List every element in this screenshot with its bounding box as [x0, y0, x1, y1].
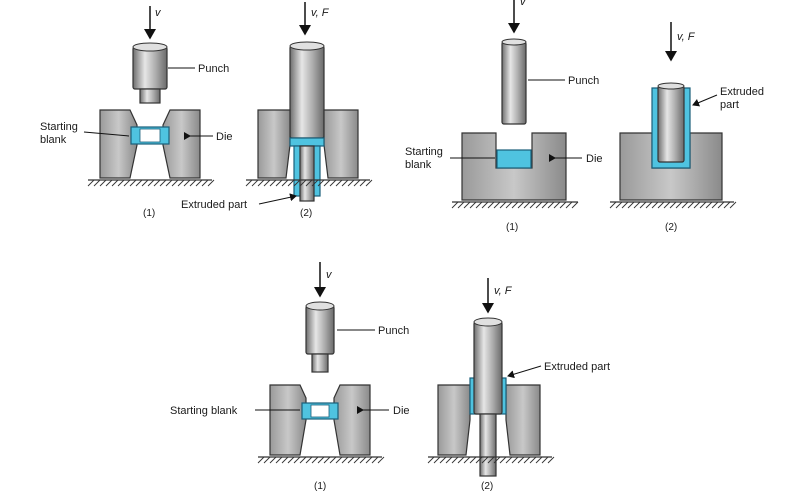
- svg-text:Starting blank: Starting blank: [170, 405, 238, 417]
- velocity-label: v: [155, 7, 162, 19]
- svg-text:Die: Die: [393, 405, 410, 417]
- die-left: [269, 384, 307, 456]
- forward-step2: v, F Extruded part (2): [181, 2, 373, 219]
- punch: [305, 305, 335, 355]
- backward-step2: v, F Extruded part (2): [609, 22, 764, 233]
- tube-step2: v, F Extruded part (2): [427, 278, 610, 492]
- step2-label: (2): [300, 208, 312, 219]
- tube-extrusion-panel: v Punch Starting blank Die (1) v, F: [170, 262, 610, 492]
- step1-label: (1): [143, 208, 155, 219]
- die-left: [437, 384, 471, 456]
- extruded-part-label: Extruded part: [181, 199, 247, 211]
- svg-text:(1): (1): [314, 481, 326, 492]
- starting-blank: [496, 149, 532, 169]
- ground-hatching: [451, 201, 579, 209]
- svg-text:Die: Die: [586, 153, 603, 165]
- punch: [657, 85, 685, 163]
- starting-blank-label-1: Starting: [40, 121, 78, 133]
- die-right: [162, 109, 201, 179]
- die-left: [99, 109, 138, 179]
- die-left: [257, 109, 291, 179]
- ground-hatching: [257, 456, 385, 464]
- die-right: [323, 109, 359, 179]
- punch-tip: [139, 88, 161, 104]
- backward-step1: v Punch Starting blank Die (1): [405, 0, 603, 233]
- forward-extrusion-panel: v Punch Starting blank Die (1): [40, 2, 373, 219]
- svg-text:Starting: Starting: [405, 146, 443, 158]
- starting-blank-label-2: blank: [40, 134, 67, 146]
- svg-text:(2): (2): [481, 481, 493, 492]
- forward-step1: v Punch Starting blank Die (1): [40, 6, 233, 219]
- svg-text:Punch: Punch: [568, 75, 599, 87]
- die: [461, 132, 567, 201]
- svg-text:blank: blank: [405, 159, 432, 171]
- tube-step1: v Punch Starting blank Die (1): [170, 262, 410, 492]
- svg-text:v, F: v, F: [494, 285, 513, 297]
- punch: [132, 46, 168, 90]
- die-label: Die: [216, 131, 233, 143]
- ground-hatching: [87, 179, 215, 187]
- die-right: [505, 384, 541, 456]
- ground-hatching: [245, 179, 373, 187]
- svg-text:(2): (2): [665, 222, 677, 233]
- svg-text:Punch: Punch: [378, 325, 409, 337]
- svg-text:Extruded: Extruded: [720, 86, 764, 98]
- backward-extrusion-panel: v Punch Starting blank Die (1) v, F: [405, 0, 764, 233]
- svg-text:part: part: [720, 99, 739, 111]
- svg-text:(1): (1): [506, 222, 518, 233]
- ground-hatching: [427, 456, 555, 464]
- svg-text:v: v: [520, 0, 527, 8]
- svg-text:Extruded part: Extruded part: [544, 361, 610, 373]
- svg-text:v: v: [326, 269, 333, 281]
- punch-label: Punch: [198, 63, 229, 75]
- ground-hatching: [609, 201, 737, 209]
- velocity-force-label: v, F: [311, 7, 330, 19]
- punch: [289, 45, 325, 139]
- punch: [473, 321, 503, 415]
- punch: [501, 41, 527, 125]
- die-right: [333, 384, 371, 456]
- svg-text:v, F: v, F: [677, 31, 696, 43]
